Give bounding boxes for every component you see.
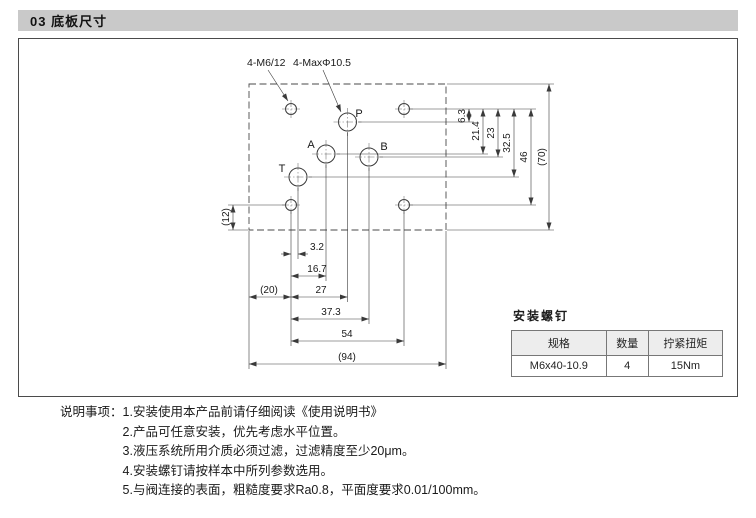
left-dimension: (12) xyxy=(221,204,285,231)
screw-qty-value: 4 xyxy=(605,355,649,377)
mounting-holes xyxy=(282,100,413,214)
dim-32-5: 32.5 xyxy=(502,133,513,153)
screw-torque-value: 15Nm xyxy=(647,355,724,377)
bottom-extension-lines xyxy=(248,132,447,369)
screw-header-spec: 规格 xyxy=(511,330,607,356)
screw-header-qty: 数量 xyxy=(605,330,649,356)
notes-label: 说明事项： xyxy=(60,405,123,419)
screw-table-row: M6x40-10.9 4 15Nm xyxy=(511,355,724,377)
note-item-4: 4.安装螺钉请按样本中所列参数选用。 xyxy=(122,463,333,478)
note-item-1: 1.安装使用本产品前请仔细阅读《使用说明书》 xyxy=(122,405,383,419)
note-item-5: 5.与阀连接的表面，粗糙度要求Ra0.8，平面度要求0.01/100mm。 xyxy=(122,483,486,497)
note-item-2: 2.产品可任意安装，优先考虑水平位置。 xyxy=(122,424,346,439)
callout-port-max: 4-MaxΦ10.5 xyxy=(293,57,351,69)
section-title: 03 底板尺寸 xyxy=(30,14,108,29)
port-b: B xyxy=(355,141,388,171)
callout-mounting-holes: 4-M6/12 xyxy=(247,57,286,69)
drawing-panel: P A B T 4-M xyxy=(18,38,738,397)
screw-table-title: 安装螺钉 xyxy=(513,309,570,323)
port-p-label: P xyxy=(355,108,362,120)
screw-spec-value: M6x40-10.9 xyxy=(511,355,607,377)
port-p: P xyxy=(333,108,363,136)
port-a: A xyxy=(307,139,340,168)
baseplate-drawing: P A B T 4-M xyxy=(221,57,554,369)
dim-20: (20) xyxy=(260,285,278,296)
dim-46: 46 xyxy=(519,151,530,163)
dim-23: 23 xyxy=(486,127,497,139)
port-b-label: B xyxy=(380,141,387,153)
right-extension-lines xyxy=(308,83,554,231)
callout-port-leader xyxy=(322,69,342,113)
notes-section: 说明事项： 1.安装使用本产品前请仔细阅读《使用说明书》 2.产品可任意安装，优… xyxy=(60,403,486,501)
dim-16-7: 16.7 xyxy=(307,264,327,275)
dim-3-2: 3.2 xyxy=(310,242,324,253)
dim-12: (12) xyxy=(221,208,232,226)
ports: P A B T xyxy=(279,108,388,191)
dim-6-3: 6.3 xyxy=(457,109,468,123)
screw-table: 规格 数量 拧紧扭矩 M6x40-10.9 4 15Nm xyxy=(511,330,724,377)
dim-94: (94) xyxy=(338,352,356,363)
dim-37-3: 37.3 xyxy=(321,307,341,318)
callouts: 4-M6/12 4-MaxΦ10.5 xyxy=(247,57,351,113)
mounting-hole-top-left xyxy=(282,100,300,118)
horizontal-dimensions: 3.2 16.7 27 (20) 37.3 54 (94) xyxy=(249,242,446,367)
dim-27: 27 xyxy=(315,285,327,296)
screw-table-block: 安装螺钉 规格 数量 拧紧扭矩 M6x40-10.9 4 15Nm xyxy=(511,307,724,377)
dim-54: 54 xyxy=(341,329,353,340)
section-header: 03 底板尺寸 xyxy=(18,10,738,31)
note-item-3: 3.液压系统所用介质必须过滤，过滤精度至少20μm。 xyxy=(122,444,415,458)
screw-header-torque: 拧紧扭矩 xyxy=(647,330,724,356)
port-t: T xyxy=(279,163,312,191)
dim-21-4: 21.4 xyxy=(471,121,482,141)
port-a-label: A xyxy=(307,139,315,151)
notes-items: 1.安装使用本产品前请仔细阅读《使用说明书》 2.产品可任意安装，优先考虑水平位… xyxy=(123,403,486,501)
dim-70: (70) xyxy=(537,148,548,166)
port-t-label: T xyxy=(279,163,286,175)
callout-mount-leader xyxy=(267,69,289,102)
screw-table-header-row: 规格 数量 拧紧扭矩 xyxy=(511,330,724,356)
vertical-dimensions: 6.3 21.4 23 32.5 46 (70) xyxy=(457,84,552,230)
